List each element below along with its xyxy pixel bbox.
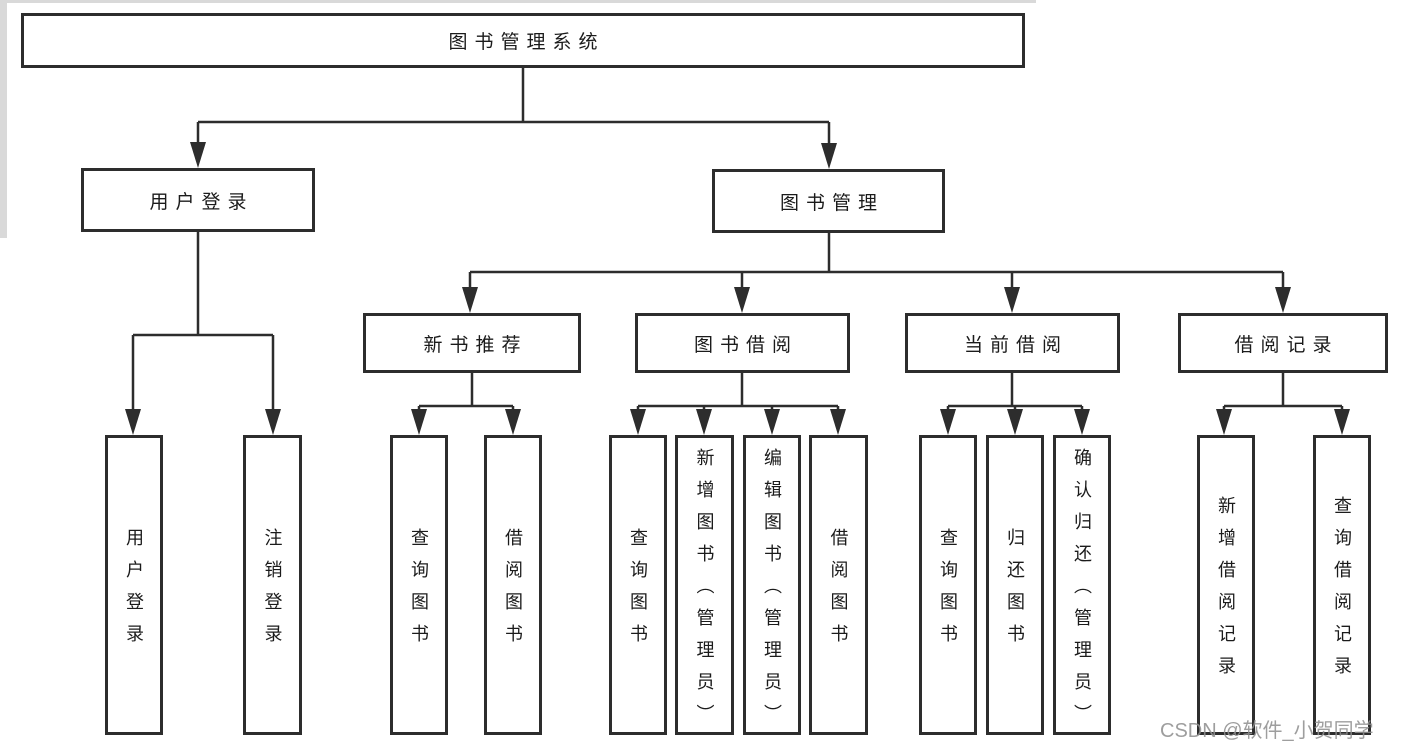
- node-borrow-books: 借阅图书: [809, 435, 868, 735]
- node-label: 查询图书: [409, 528, 429, 656]
- node-add-books-admin: 新增图书（管理员）: [675, 435, 734, 736]
- node-borrowing-records: 借阅记录: [1178, 313, 1388, 373]
- node-label: 图书管理系统: [448, 32, 605, 53]
- node-query-borrow-record: 查询借阅记录: [1313, 435, 1371, 735]
- node-return-books: 归还图书: [986, 435, 1044, 735]
- node-user-login-leaf: 用户登录: [105, 435, 163, 735]
- node-query-books: 查询图书: [919, 435, 977, 735]
- node-add-borrow-record: 新增借阅记录: [1197, 435, 1255, 735]
- node-library-system: 图书管理系统: [21, 13, 1025, 68]
- node-label: 新增借阅记录: [1216, 496, 1236, 688]
- node-label: 查询图书: [938, 528, 958, 656]
- node-logout: 注销登录: [243, 435, 302, 735]
- node-label: 新增图书（管理员）: [694, 448, 715, 736]
- node-label: 确认归还（管理员）: [1072, 448, 1092, 736]
- node-label: 新书推荐: [423, 334, 528, 356]
- node-book-management: 图书管理: [712, 169, 945, 233]
- node-confirm-return-admin: 确认归还（管理员）: [1053, 435, 1111, 736]
- node-label: 借阅记录: [1234, 334, 1339, 356]
- node-new-book-recommend: 新书推荐: [363, 313, 581, 373]
- node-label: 图书管理: [779, 192, 884, 214]
- node-label: 注销登录: [262, 528, 283, 656]
- node-label: 借阅图书: [503, 528, 523, 656]
- node-label: 用户登录: [149, 191, 254, 213]
- screenshot-top-edge: [0, 0, 1036, 3]
- node-label: 图书借阅: [693, 334, 798, 356]
- node-label: 编辑图书（管理员）: [762, 448, 782, 736]
- node-label: 当前借阅: [963, 334, 1068, 356]
- node-query-books: 查询图书: [609, 435, 667, 735]
- node-label: 归还图书: [1005, 528, 1025, 656]
- node-label: 用户登录: [124, 528, 144, 656]
- node-user-login: 用户登录: [81, 168, 315, 232]
- csdn-watermark: CSDN @软件_小贺同学: [1160, 720, 1374, 742]
- node-edit-books-admin: 编辑图书（管理员）: [743, 435, 801, 736]
- node-borrow-books: 借阅图书: [484, 435, 542, 735]
- node-query-books: 查询图书: [390, 435, 448, 735]
- node-book-borrowing: 图书借阅: [635, 313, 850, 373]
- node-label: 查询图书: [628, 528, 648, 656]
- node-label: 查询借阅记录: [1332, 496, 1352, 688]
- screenshot-left-edge: [0, 0, 7, 238]
- node-current-borrowing: 当前借阅: [905, 313, 1120, 373]
- node-label: 借阅图书: [828, 528, 849, 656]
